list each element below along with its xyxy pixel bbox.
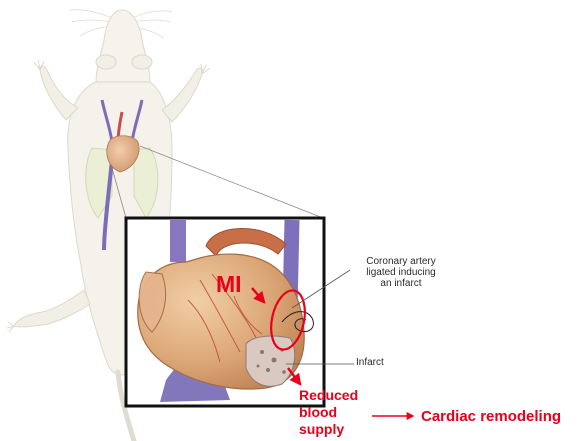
- ligation-note: Coronary artery ligated inducing an infa…: [340, 256, 462, 289]
- reduced-line-1: Reduced: [299, 387, 358, 404]
- reduced-line-3: supply: [299, 421, 358, 438]
- cardiac-remodeling-label: Cardiac remodeling: [421, 408, 561, 425]
- rat-left-arm: [40, 66, 78, 120]
- reduced-blood-supply-label: Reduced blood supply: [299, 387, 358, 438]
- reduced-line-2: blood: [299, 404, 358, 421]
- infarct-region: [246, 336, 295, 386]
- mi-label: MI: [216, 272, 242, 296]
- infarct-label: Infarct: [356, 357, 384, 368]
- rat-right-arm: [162, 68, 202, 122]
- rat-left-hind-leg: [14, 290, 90, 327]
- ligation-note-text: Coronary artery ligated inducing an infa…: [340, 256, 462, 289]
